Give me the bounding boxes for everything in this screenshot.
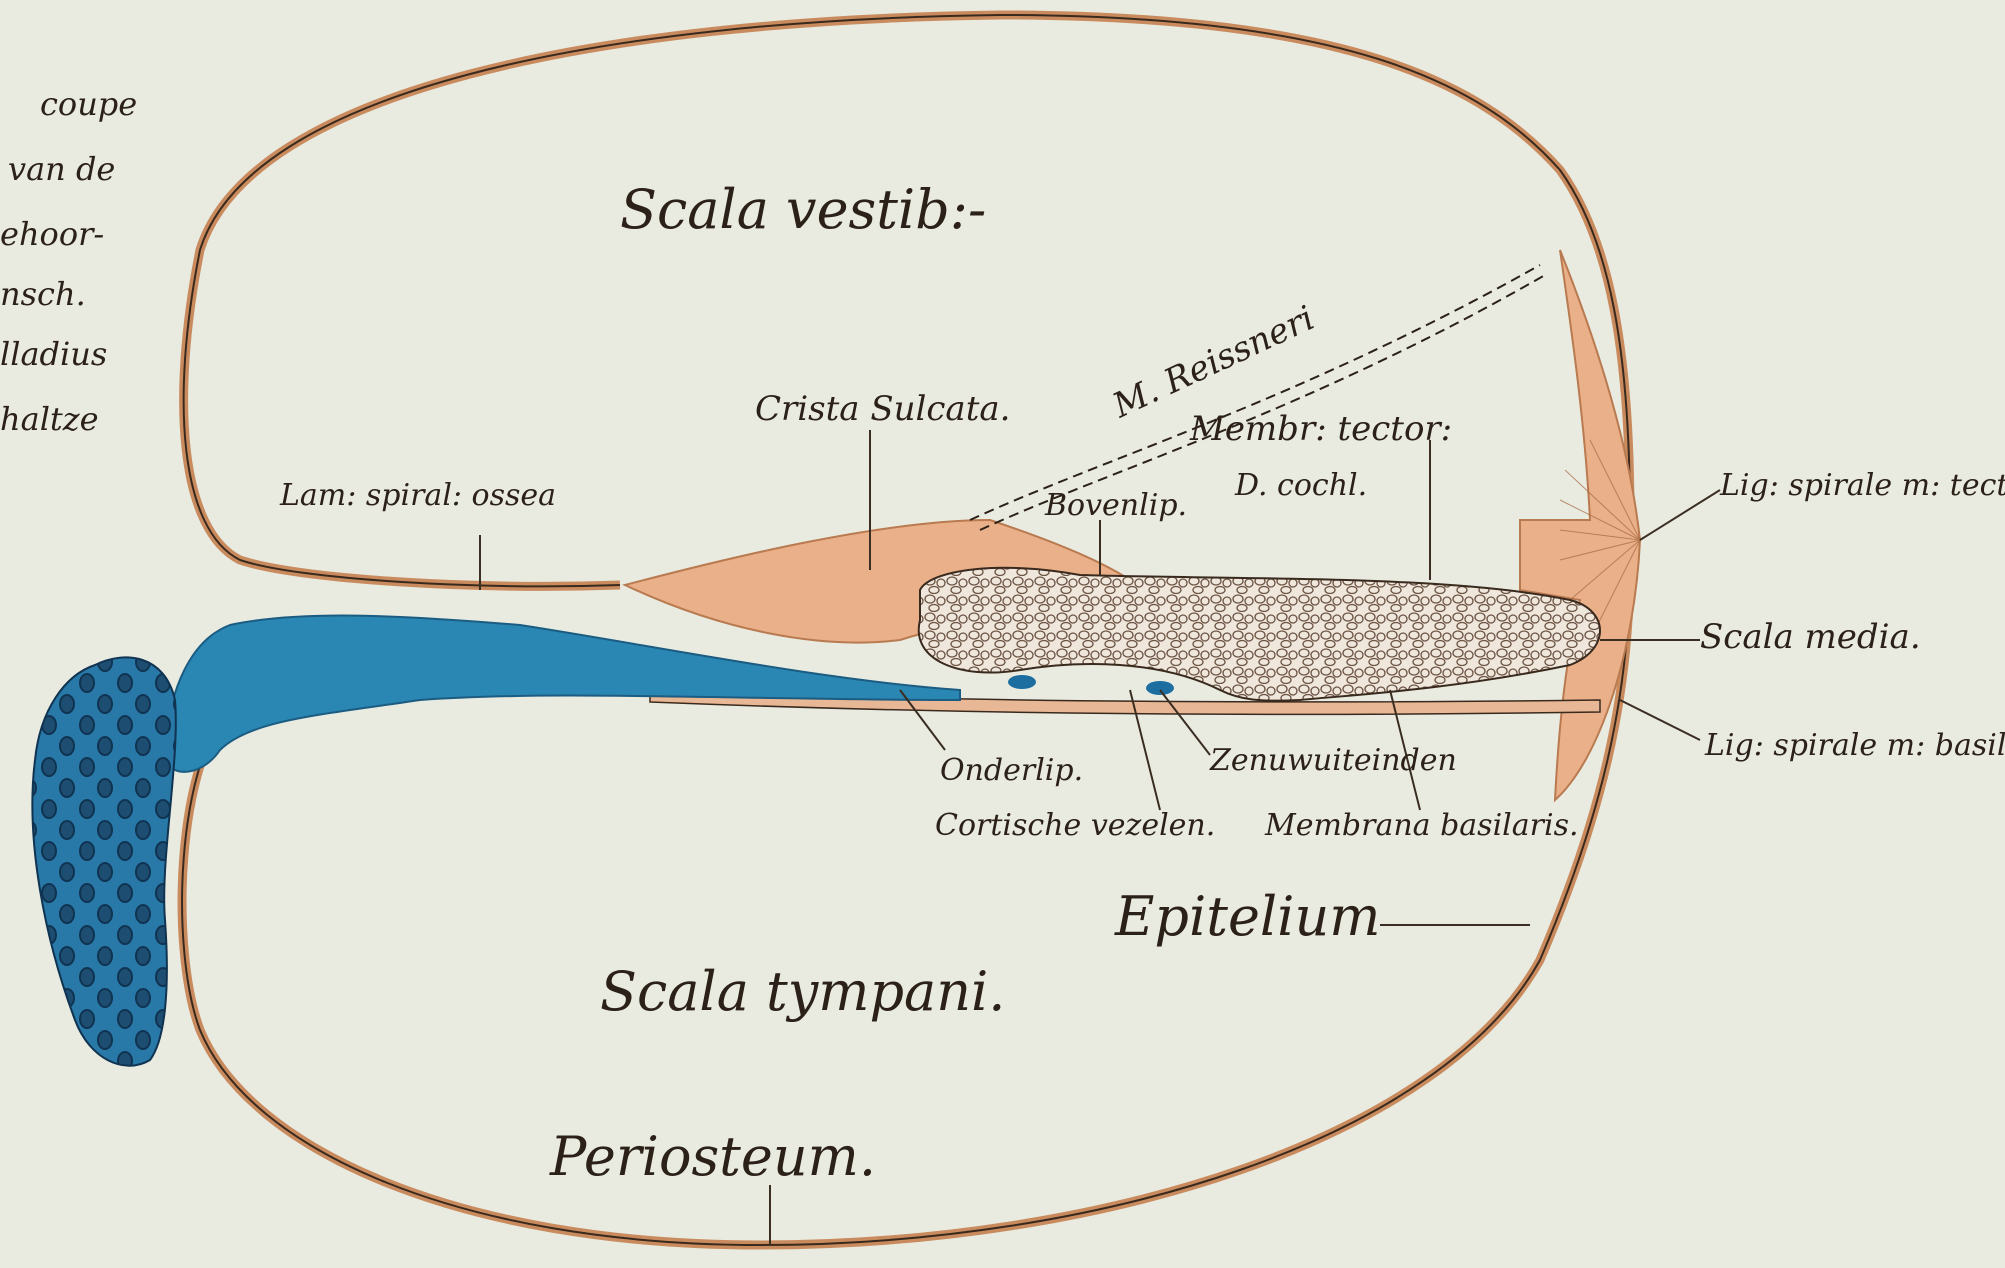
label-scala-tympani: Scala tympani. [600,960,1005,1023]
label-cortische-vezelen: Cortische vezelen. [935,808,1215,843]
margin-note-6: haltze [0,400,99,438]
label-lam-spiral-ossea: Lam: spiral: ossea [279,478,556,513]
margin-notes: coupe van de ehoor- nsch. lladius haltze [0,85,137,438]
label-bovenlip: Bovenlip. [1044,488,1187,523]
label-crista-sulcata: Crista Sulcata. [755,389,1010,429]
blue-dot-1 [1008,675,1036,689]
blue-dot-2 [1146,681,1174,695]
label-lig-spirale-basilaris: Lig: spirale m: basilaris. [1704,728,2005,763]
margin-note-5: lladius [0,335,107,373]
label-scala-vestibuli: Scala vestib:- [620,178,986,241]
margin-note-3: ehoor- [0,215,104,253]
label-d-cochl: D. cochl. [1234,468,1367,503]
label-membrana-basilaris: Membrana basilaris. [1264,808,1579,843]
label-periosteum: Periosteum. [549,1125,876,1188]
label-membr-tector: Membr: tector: [1189,409,1452,449]
label-lig-spirale-tect: Lig: spirale m: tect:- [1719,468,2005,503]
margin-note-1: coupe [40,85,137,123]
label-scala-media: Scala media. [1700,617,1921,657]
margin-note-2: van de [8,150,115,188]
margin-note-4: nsch. [0,275,86,313]
label-m-reissneri: M. Reissneri [1106,298,1321,426]
label-onderlip: Onderlip. [940,753,1083,788]
spiral-ganglion [32,657,175,1065]
label-zenuwuiteinden: Zenuwuiteinden [1209,743,1457,778]
label-epitelium: Epitelium [1114,885,1380,948]
